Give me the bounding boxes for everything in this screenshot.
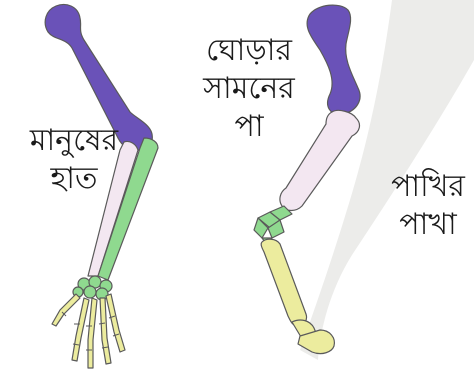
horse-humerus <box>307 5 360 114</box>
label-horse-foreleg: ঘোড়ার সামনের পা <box>186 32 312 146</box>
label-human-line-2: হাত <box>4 160 144 198</box>
horse-cannon-bone <box>261 239 306 326</box>
label-human-line-1: মানুষের <box>4 122 144 160</box>
label-bird-line-2: পাখা <box>382 206 474 244</box>
label-bird-wing: পাখির পাখা <box>382 168 474 244</box>
human-phalanges <box>52 294 125 368</box>
label-bird-line-1: পাখির <box>382 168 474 206</box>
label-horse-line-3: পা <box>186 108 312 146</box>
label-human-arm: মানুষের হাত <box>4 122 144 198</box>
label-horse-line-1: ঘোড়ার <box>186 32 312 70</box>
label-horse-line-2: সামনের <box>186 70 312 108</box>
